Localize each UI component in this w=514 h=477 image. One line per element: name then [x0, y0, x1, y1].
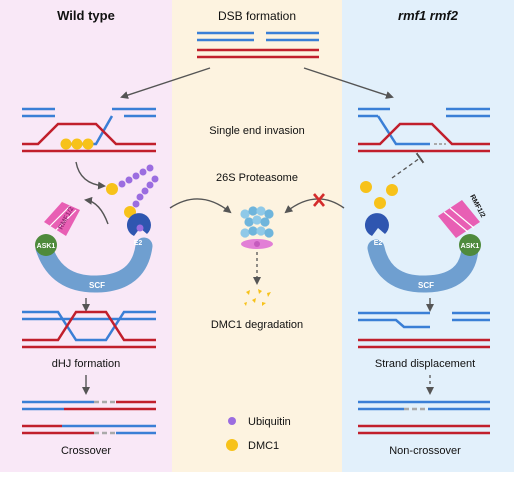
right-e2-enzyme: [364, 213, 389, 236]
right-ask1-circle: [459, 234, 481, 256]
left-ask1-circle: [35, 234, 57, 256]
left-panel-title: Wild type: [57, 8, 115, 23]
dsb-duplex: [197, 31, 319, 59]
right-scf-label: SCF: [418, 281, 434, 290]
dhj-structure: [22, 310, 156, 349]
left-scf-label: SCF: [89, 281, 105, 290]
right-scf-complex: SCF RMF1/2 ASK1 E2: [364, 194, 486, 293]
left-e2-label: E2: [134, 240, 143, 247]
arrow-to-wild-type: [120, 67, 211, 99]
right-ask1-label: ASK1: [461, 243, 480, 250]
right-d-loop: [358, 107, 490, 153]
block-x-icon: [313, 193, 325, 207]
arrow-into-proteasome-left: [169, 198, 232, 214]
legend-ubiquitin-swatch: [228, 417, 236, 425]
legend-ubiquitin-label: Ubiquitin: [248, 416, 291, 428]
left-e2-enzyme: [126, 213, 151, 236]
right-rmf-protein: [438, 200, 480, 238]
right-panel-title: rmf1 rmf2: [398, 8, 459, 23]
dmc1-fragments: [244, 289, 271, 306]
single-end-invasion-label: Single end invasion: [209, 125, 304, 137]
arrow-to-mutant: [303, 67, 394, 99]
left-scf-complex: SCF RMF1/2 ASK1 E2: [35, 202, 153, 293]
legend-dmc1-label: DMC1: [248, 440, 279, 452]
crossover-product: [22, 400, 156, 435]
noncrossover-product: [358, 400, 490, 435]
strand-displacement-label: Strand displacement: [375, 358, 475, 370]
left-ask1-label: ASK1: [37, 243, 56, 250]
free-dmc1-cluster: [360, 181, 398, 209]
left-curved-arrow-dmc1-release: [75, 161, 106, 190]
dmc1-degradation-label: DMC1 degradation: [211, 319, 303, 331]
dhj-formation-label: dHJ formation: [52, 358, 120, 370]
ubiquitinated-dmc1-cluster: [106, 164, 159, 218]
left-rmf-protein: [44, 202, 80, 236]
crossover-label: Crossover: [61, 445, 111, 457]
right-e2-label: E2: [374, 240, 383, 247]
legend-dmc1-swatch: [226, 439, 238, 451]
left-ubiquitination-arrow: [84, 196, 109, 225]
inhibition-line: [391, 152, 425, 179]
proteasome-icon: [240, 206, 274, 249]
noncrossover-label: Non-crossover: [389, 445, 461, 457]
left-d-loop: [22, 107, 156, 153]
dsb-formation-label: DSB formation: [218, 9, 296, 23]
arrow-into-proteasome-right: [284, 198, 345, 214]
legend: Ubiquitin DMC1: [226, 416, 291, 452]
proteasome-label: 26S Proteasome: [216, 172, 298, 184]
center-panel-background: [172, 0, 342, 472]
strand-displacement-structure: [358, 311, 490, 349]
